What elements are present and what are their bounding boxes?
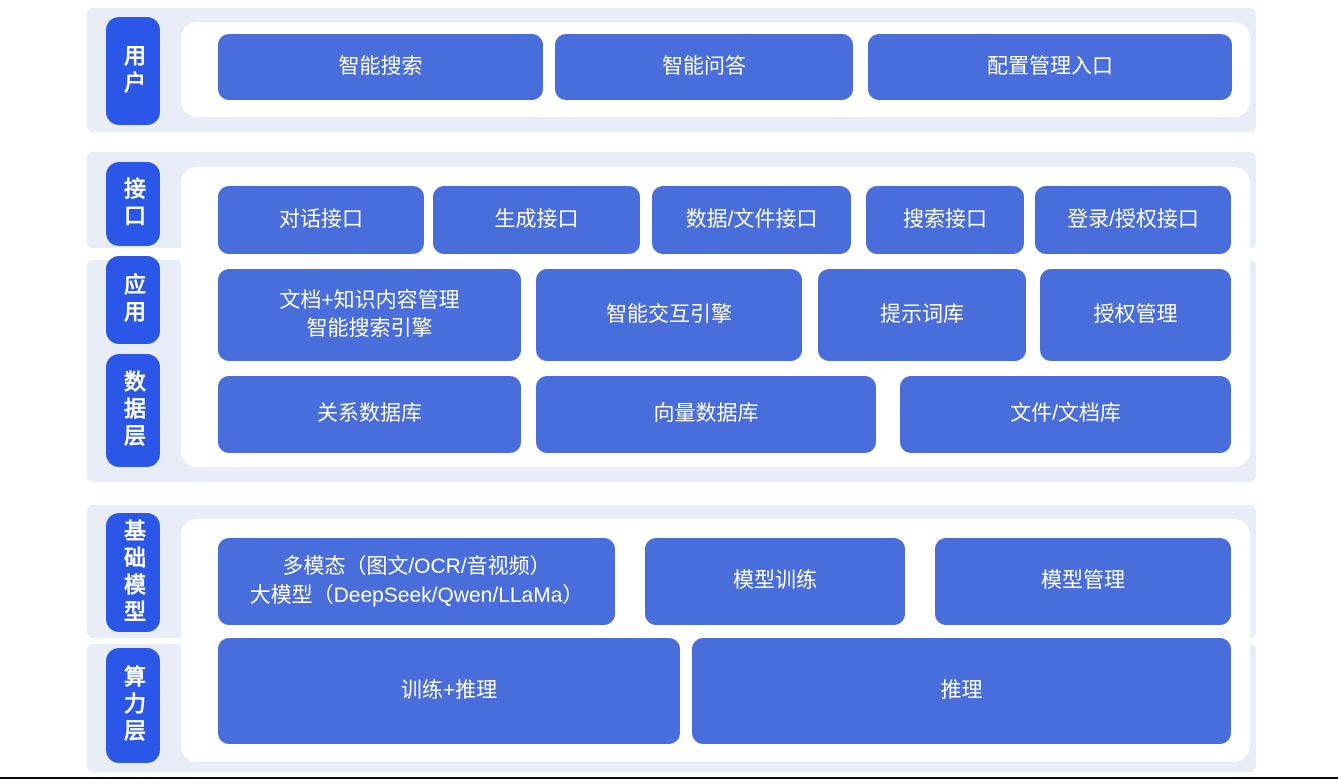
box-search-api: 搜索接口 (866, 186, 1024, 254)
box-interactive-engine: 智能交互引擎 (536, 269, 802, 361)
box-model-training: 模型训练 (645, 538, 905, 625)
box-prompt-library: 提示词库 (818, 269, 1026, 361)
layer-label-compute: 算力层 (106, 648, 160, 763)
box-login-auth-api: 登录/授权接口 (1035, 186, 1231, 254)
box-inference: 推理 (692, 638, 1231, 744)
layer-label-user: 用户 (106, 17, 160, 125)
box-data-file-api: 数据/文件接口 (652, 186, 851, 254)
box-file-doc-db: 文件/文档库 (900, 376, 1231, 453)
box-model-management: 模型管理 (935, 538, 1231, 625)
box-auth-management: 授权管理 (1040, 269, 1231, 361)
layer-label-base-model: 基础模型 (106, 513, 160, 632)
box-config-entry: 配置管理入口 (868, 34, 1232, 100)
layer-label-application: 应用 (106, 256, 160, 344)
layer-label-data: 数据层 (106, 354, 160, 467)
box-generation-api: 生成接口 (433, 186, 640, 254)
box-smart-qa: 智能问答 (555, 34, 853, 100)
box-vector-db: 向量数据库 (536, 376, 876, 453)
bottom-border-line (0, 777, 1338, 779)
layer-label-interface: 接口 (106, 162, 160, 246)
box-smart-search: 智能搜索 (218, 34, 543, 100)
box-dialog-api: 对话接口 (218, 186, 424, 254)
box-training-inference: 训练+推理 (218, 638, 680, 744)
box-multimodal-llm: 多模态（图文/OCR/音视频） 大模型（DeepSeek/Qwen/LLaMa） (218, 538, 615, 625)
box-doc-knowledge-search-engine: 文档+知识内容管理 智能搜索引擎 (218, 269, 521, 361)
box-relational-db: 关系数据库 (218, 376, 521, 453)
